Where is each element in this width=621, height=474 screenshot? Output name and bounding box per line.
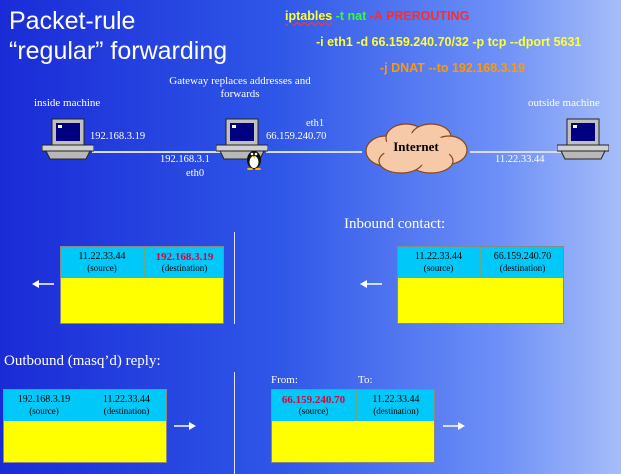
packet-payload [4, 421, 166, 462]
internet-cloud: Internet [361, 121, 471, 175]
destination-address: 11.22.33.44 [372, 394, 420, 405]
iptables-command-line-1: iptables -t nat -A PREROUTING [285, 9, 469, 23]
to-label: To: [358, 374, 373, 386]
gateway-eth0-label: eth0 [186, 168, 205, 179]
gateway-eth1-ip: 66.159.240.70 [266, 131, 327, 142]
right-arrow-icon [172, 420, 196, 432]
outbound-translated-packet: 66.159.240.70 (source) 11.22.33.44 (dest… [271, 389, 435, 463]
inbound-original-packet: 11.22.33.44 (source) 66.159.240.70 (dest… [397, 246, 564, 324]
slide-title: Packet-rule “regular” forwarding [9, 6, 227, 66]
source-caption: (source) [423, 263, 454, 273]
cmd-table: -t nat [332, 9, 367, 23]
source-address: 11.22.33.44 [414, 251, 463, 262]
outbound-heading: Outbound (masq’d) reply: [4, 353, 161, 369]
cloud-to-outside-link [470, 151, 562, 153]
cloud-icon [365, 123, 468, 174]
gateway-eth0-ip: 192.168.3.1 [160, 154, 210, 165]
from-label: From: [271, 374, 298, 386]
cloud-label: Internet [393, 139, 439, 154]
gateway-label: Gateway replaces addresses and forwards [169, 75, 311, 100]
title-line-2: “regular” forwarding [9, 37, 228, 65]
inside-link [92, 151, 222, 153]
iptables-command-line-3: -j DNAT --to 192.168.3.19 [380, 61, 525, 75]
bottom-divider [234, 372, 235, 474]
destination-address: 11.22.33.44 [102, 394, 151, 405]
inside-ip: 192.168.3.19 [90, 131, 146, 142]
source-caption: (source) [87, 263, 117, 273]
source-caption: (source) [29, 406, 59, 416]
source-address: 11.22.33.44 [78, 251, 126, 262]
left-arrow-icon [32, 278, 56, 290]
title-line-1: Packet-rule [9, 7, 136, 35]
inbound-translated-packet: 11.22.33.44 (source) 192.168.3.19 (desti… [60, 246, 224, 324]
destination-address: 66.159.240.70 [493, 251, 552, 262]
packet-destination-cell: 11.22.33.44 (destination) [356, 390, 435, 421]
inside-computer-icon [41, 117, 95, 168]
source-caption: (source) [298, 406, 329, 416]
packet-source-cell: 192.168.3.19 (source) [4, 390, 84, 421]
destination-caption: (destination) [161, 263, 208, 273]
cmd-chain: -A PREROUTING [366, 9, 470, 23]
right-arrow-icon [441, 420, 465, 432]
inbound-heading: Inbound contact: [344, 216, 446, 232]
outside-computer-icon [556, 117, 610, 168]
outbound-original-packet: 192.168.3.19 (source) 11.22.33.44 (desti… [3, 389, 167, 463]
packet-destination-cell: 192.168.3.19 (destination) [144, 247, 224, 278]
destination-caption: (destination) [499, 263, 546, 273]
left-arrow-icon [360, 278, 384, 290]
destination-caption: (destination) [373, 406, 419, 416]
source-address-translated: 66.159.240.70 [281, 394, 346, 406]
packet-destination-cell: 66.159.240.70 (destination) [480, 247, 564, 278]
iptables-command-line-2: -i eth1 -d 66.159.240.70/32 -p tcp --dpo… [316, 35, 582, 49]
packet-source-cell: 66.159.240.70 (source) [272, 390, 355, 421]
packet-payload [398, 278, 563, 323]
outside-ip: 11.22.33.44 [495, 154, 545, 165]
inside-machine-label: inside machine [34, 97, 101, 109]
top-divider [234, 232, 235, 324]
packet-source-cell: 11.22.33.44 (source) [398, 247, 479, 278]
linux-penguin-icon [245, 148, 263, 175]
packet-payload [61, 278, 223, 323]
source-address: 192.168.3.19 [17, 394, 71, 405]
gateway-eth1-label: eth1 [306, 118, 325, 129]
cmd-iptables: iptables [285, 9, 333, 23]
packet-payload [272, 421, 434, 462]
packet-source-cell: 11.22.33.44 (source) [61, 247, 143, 278]
outside-machine-label: outside machine [528, 97, 600, 109]
destination-address-translated: 192.168.3.19 [155, 251, 214, 263]
gateway-to-cloud-link [266, 151, 362, 153]
destination-caption: (destination) [103, 406, 150, 416]
packet-destination-cell: 11.22.33.44 (destination) [85, 390, 167, 421]
